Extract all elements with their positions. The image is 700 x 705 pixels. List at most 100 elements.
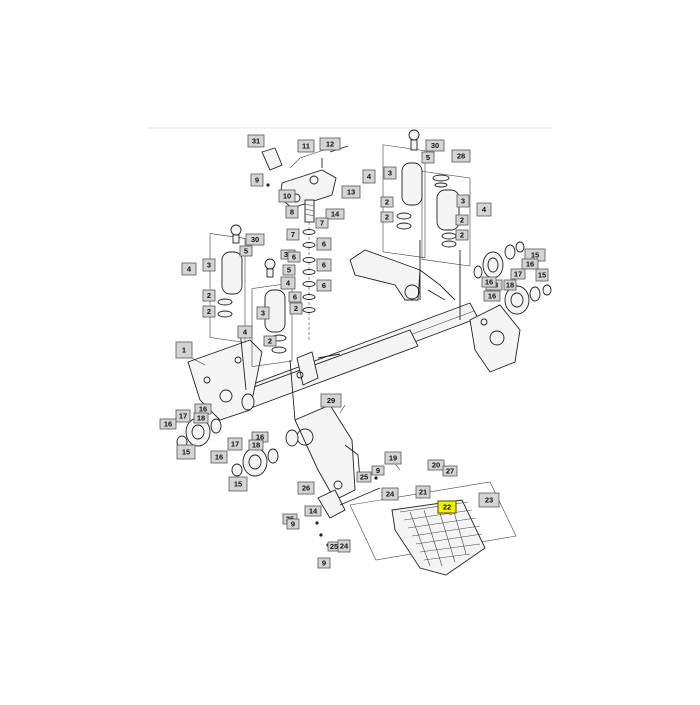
callout-number: 17 bbox=[231, 440, 239, 449]
callout-24: 24 bbox=[337, 539, 351, 553]
callout-number: 18 bbox=[197, 414, 205, 423]
center-pivot-bracket bbox=[296, 351, 341, 386]
callout-25: 25 bbox=[356, 471, 372, 483]
callout-9: 9 bbox=[286, 518, 300, 530]
callout-number: 5 bbox=[244, 247, 248, 256]
callout-3: 3 bbox=[383, 166, 397, 180]
callout-6: 6 bbox=[287, 251, 301, 263]
callout-number: 16 bbox=[526, 260, 534, 269]
callout-number: 8 bbox=[290, 208, 294, 217]
callout-8: 8 bbox=[285, 205, 299, 219]
callout-17: 17 bbox=[175, 409, 191, 423]
callout-18: 18 bbox=[193, 412, 209, 424]
callout-number: 26 bbox=[302, 484, 310, 493]
callout-number: 2 bbox=[460, 216, 464, 225]
callout-16: 16 bbox=[481, 276, 497, 288]
callout-number: 11 bbox=[302, 142, 310, 151]
callout-number: 4 bbox=[482, 205, 487, 214]
callout-number: 15 bbox=[531, 251, 539, 260]
wheel-hub-left-upper bbox=[176, 393, 255, 449]
callout-number: 4 bbox=[243, 328, 248, 337]
callout-24: 24 bbox=[381, 487, 399, 501]
callout-number: 16 bbox=[164, 420, 172, 429]
callout-number: 2 bbox=[268, 337, 272, 346]
callout-number: 7 bbox=[320, 219, 324, 228]
callout-29: 29 bbox=[320, 393, 342, 408]
callout-14: 14 bbox=[304, 505, 322, 517]
callout-2: 2 bbox=[289, 302, 303, 315]
callout-number: 29 bbox=[327, 396, 335, 405]
callout-number: 31 bbox=[252, 137, 260, 146]
callout-number: 3 bbox=[388, 169, 392, 178]
callout-18: 18 bbox=[503, 279, 517, 291]
callout-number: 2 bbox=[385, 213, 389, 222]
callout-number: 12 bbox=[326, 140, 334, 149]
callout-2: 2 bbox=[380, 211, 394, 223]
wheel-hub-right bbox=[473, 241, 552, 315]
callout-7: 7 bbox=[315, 217, 329, 229]
callout-16: 16 bbox=[194, 403, 212, 415]
callout-number: 2 bbox=[385, 198, 389, 207]
callout-13: 13 bbox=[341, 185, 361, 199]
callout-number: 9 bbox=[291, 520, 295, 529]
callout-27: 27 bbox=[442, 465, 458, 477]
callout-15: 15 bbox=[228, 476, 248, 492]
wheel-hub-left-lower bbox=[231, 429, 299, 477]
callout-number: 9 bbox=[255, 176, 259, 185]
callout-number: 2 bbox=[294, 304, 298, 313]
callout-7: 7 bbox=[286, 228, 300, 241]
callout-2: 2 bbox=[455, 229, 469, 241]
callout-number: 16 bbox=[485, 278, 493, 287]
axle-beam bbox=[209, 302, 479, 417]
callout-4: 4 bbox=[476, 202, 492, 217]
callout-14: 14 bbox=[325, 208, 345, 220]
callout-number: 25 bbox=[330, 542, 338, 551]
callout-number: 6 bbox=[292, 253, 296, 262]
callout-number: 6 bbox=[322, 261, 326, 270]
callout-number: 14 bbox=[331, 210, 340, 219]
callout-number: 18 bbox=[252, 441, 260, 450]
callout-2: 2 bbox=[202, 289, 216, 302]
callout-1: 1 bbox=[175, 341, 193, 359]
callout-number: 17 bbox=[179, 412, 187, 421]
callout-4: 4 bbox=[280, 276, 296, 290]
callout-layer: 3111123052891310433481422227763051530616… bbox=[159, 134, 549, 569]
callout-3: 3 bbox=[256, 306, 270, 320]
callout-number: 5 bbox=[287, 266, 291, 275]
callout-16: 16 bbox=[210, 450, 228, 464]
callout-2: 2 bbox=[380, 196, 394, 208]
callout-18: 18 bbox=[248, 439, 264, 451]
callout-16: 16 bbox=[159, 418, 177, 430]
callout-6: 6 bbox=[316, 279, 332, 292]
callout-9: 9 bbox=[371, 465, 385, 476]
callout-number: 18 bbox=[506, 281, 514, 290]
callout-number: 9 bbox=[322, 559, 326, 568]
callout-number: 24 bbox=[386, 490, 395, 499]
callout-3: 3 bbox=[456, 194, 470, 208]
callout-number: 6 bbox=[322, 281, 326, 290]
callout-2: 2 bbox=[455, 214, 469, 226]
callout-number: 20 bbox=[432, 461, 440, 470]
callout-5: 5 bbox=[282, 264, 296, 276]
callout-3: 3 bbox=[202, 258, 216, 272]
callout-number: 16 bbox=[488, 292, 496, 301]
callout-number: 5 bbox=[426, 153, 430, 162]
callout-number: 17 bbox=[514, 270, 522, 279]
callout-30: 30 bbox=[245, 233, 265, 246]
callout-number: 21 bbox=[419, 488, 427, 497]
callout-number: 24 bbox=[340, 542, 349, 551]
callout-number: 16 bbox=[256, 433, 264, 442]
callout-number: 1 bbox=[182, 346, 186, 355]
callout-number: 6 bbox=[293, 293, 297, 302]
center-washer-stack bbox=[302, 199, 316, 340]
callout-5: 5 bbox=[421, 151, 435, 164]
callout-28: 28 bbox=[451, 149, 471, 163]
callout-9: 9 bbox=[317, 557, 331, 569]
callout-number: 16 bbox=[215, 453, 223, 462]
callout-5: 5 bbox=[239, 245, 253, 257]
callout-16: 16 bbox=[483, 290, 501, 302]
rubber-track bbox=[349, 481, 517, 576]
callout-19: 19 bbox=[384, 451, 402, 465]
